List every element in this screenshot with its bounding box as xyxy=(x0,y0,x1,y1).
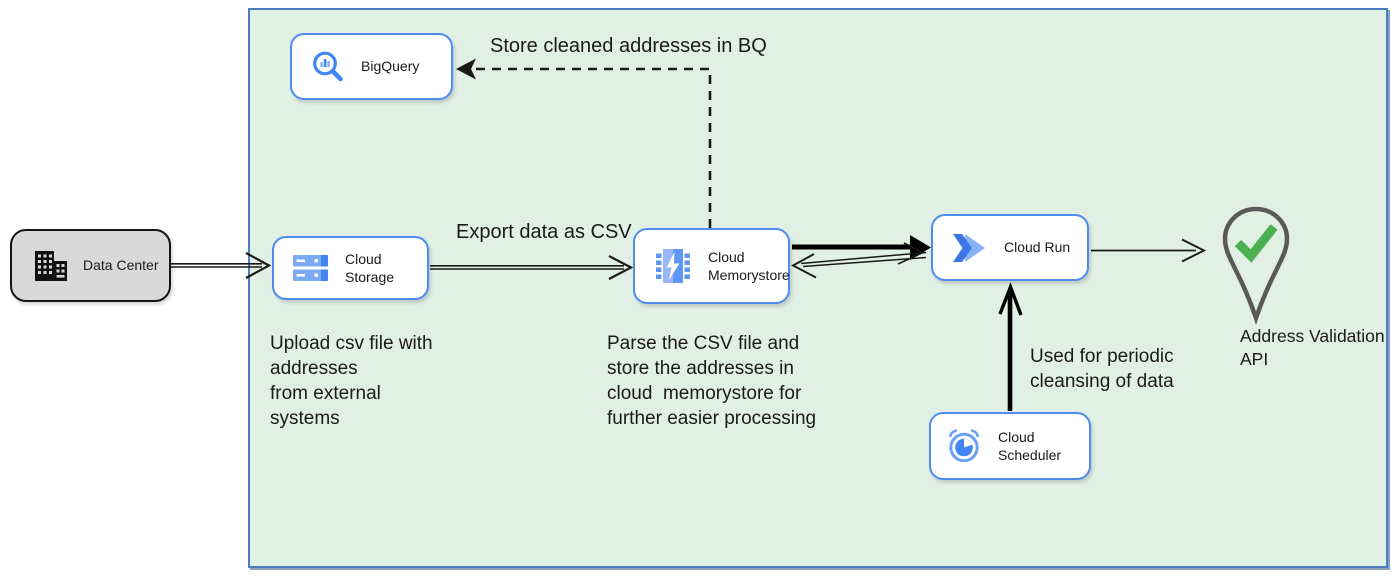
node-cloud-memorystore: Cloud Memorystore xyxy=(633,228,790,304)
storage-disks-icon xyxy=(293,255,328,281)
location-pin-check-icon xyxy=(1222,206,1290,324)
node-cloud-storage: Cloud Storage xyxy=(272,236,429,300)
node-label: BigQuery xyxy=(361,58,420,75)
node-cloud-run: Cloud Run xyxy=(931,214,1089,281)
gcp-boundary-box xyxy=(248,8,1388,568)
annotation-export-data-csv: Export data as CSV xyxy=(456,221,632,243)
node-label: Cloud Memorystore xyxy=(708,248,790,283)
node-bigquery: BigQuery xyxy=(290,33,453,100)
node-label: Cloud Run xyxy=(1004,239,1071,256)
annotation-store-cleaned-addresses: Store cleaned addresses in BQ xyxy=(490,35,767,57)
annotation-periodic-cleansing: Used for periodic cleansing of data xyxy=(1030,346,1174,392)
bigquery-magnifier-icon xyxy=(313,51,343,81)
cloud-run-chevrons-icon xyxy=(953,233,985,262)
memorystore-chip-icon xyxy=(656,249,690,283)
node-label: Data Center xyxy=(83,257,159,274)
alarm-clock-icon xyxy=(948,429,980,463)
node-label: Cloud Scheduler xyxy=(998,428,1062,463)
annotation-upload-csv: Upload csv file with addresses from exte… xyxy=(270,333,433,429)
address-validation-api-label: Address Validation API xyxy=(1240,326,1385,369)
node-data-center: Data Center xyxy=(10,229,171,302)
node-cloud-scheduler: Cloud Scheduler xyxy=(929,412,1091,480)
annotation-parse-csv: Parse the CSV file and store the address… xyxy=(607,333,817,429)
node-label: Cloud Storage xyxy=(345,250,395,285)
building-icon xyxy=(35,250,67,281)
